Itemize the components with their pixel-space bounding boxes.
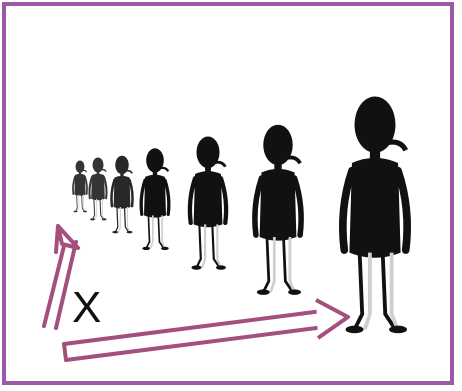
person-figure-5 <box>190 137 226 270</box>
person-figure-1 <box>73 160 87 212</box>
person-figure-3 <box>111 156 132 234</box>
person-figure-2 <box>89 157 106 220</box>
person-figure-4 <box>141 148 169 250</box>
axis-label-x: X <box>72 286 101 330</box>
horizontal-arrow <box>64 300 348 360</box>
person-figure-7 <box>343 96 407 333</box>
person-figure-6 <box>255 125 301 295</box>
